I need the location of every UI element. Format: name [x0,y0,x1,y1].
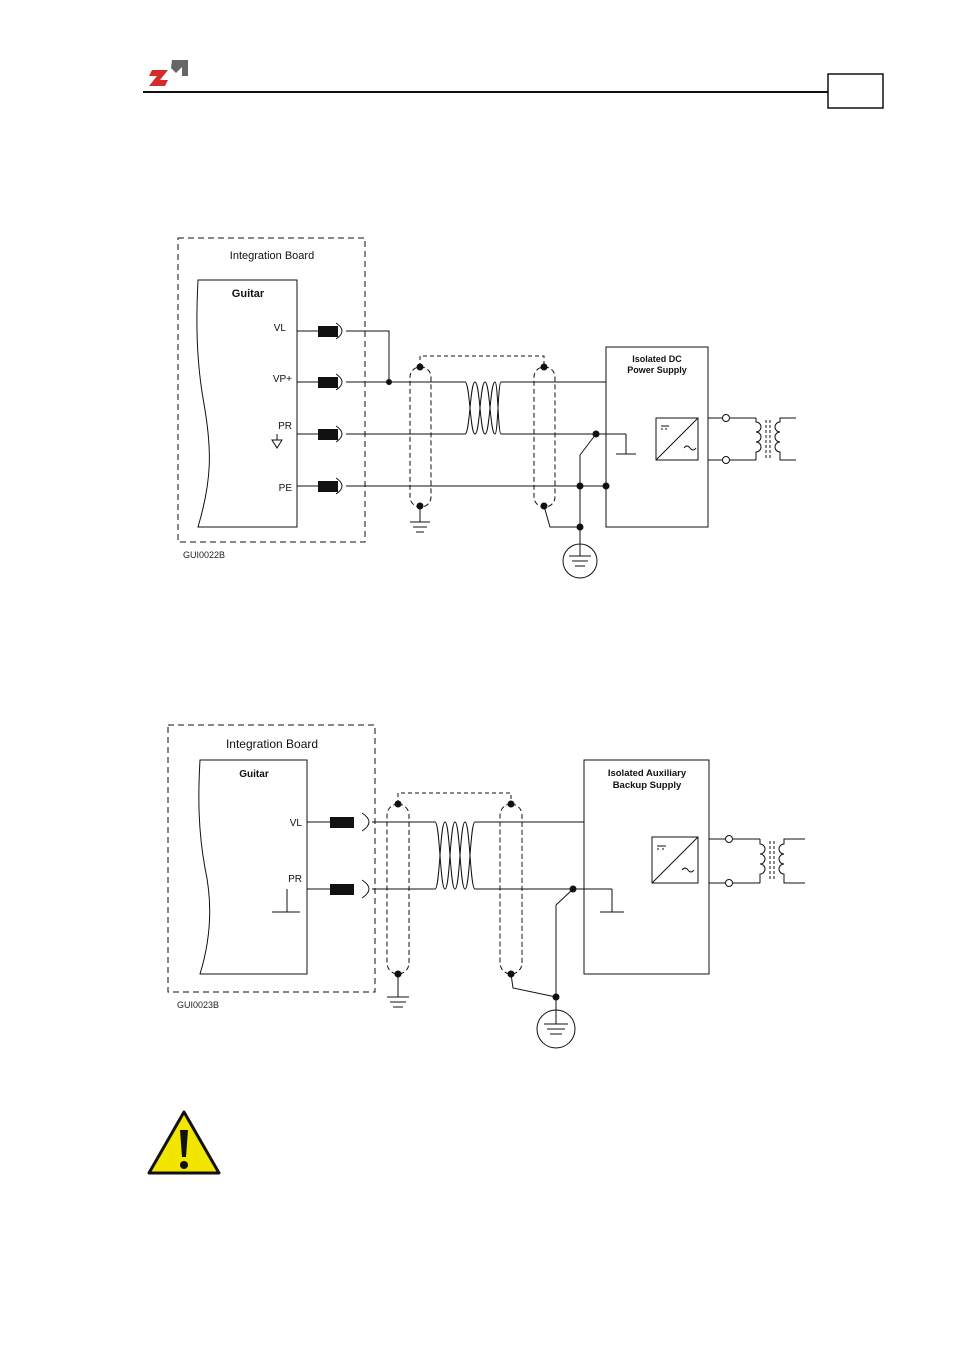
warning-triangle-icon [0,0,955,1350]
